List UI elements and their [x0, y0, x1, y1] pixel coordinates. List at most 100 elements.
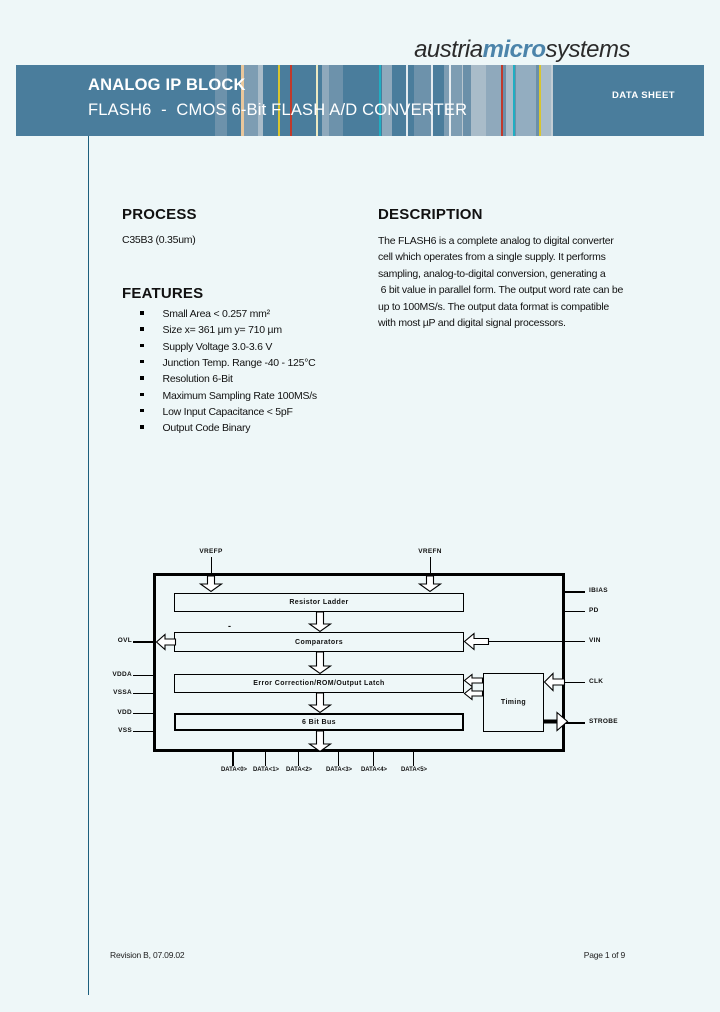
block-comparators: Comparators: [174, 632, 464, 652]
pin-data3: DATA<3>: [325, 767, 353, 773]
banner-title: ANALOG IP BLOCK: [88, 76, 246, 94]
block-diagram: VREFP VREFN Resistor Ladder Comparators …: [110, 545, 650, 790]
bullet-icon: [140, 392, 144, 397]
pin-strobe-wire: [565, 722, 585, 724]
banner-stripe: [506, 65, 513, 136]
description-line: up to 100MS/s. The output data format is…: [378, 300, 610, 313]
feature-text: Size x= 361 µm y= 710 µm: [162, 324, 283, 337]
feature-item: Resolution 6-Bit: [140, 371, 317, 387]
banner-stripe: [486, 65, 501, 136]
description-heading: DESCRIPTION: [378, 206, 483, 223]
pin-data0-wire: [232, 752, 234, 766]
feature-text: Resolution 6-Bit: [162, 373, 233, 386]
pin-vdd-wire: [133, 713, 153, 714]
pin-data2-wire: [298, 752, 299, 766]
pin-vrefp: VREFP: [199, 548, 223, 555]
pin-data2: DATA<2>: [285, 767, 313, 773]
company-logo: austriamicrosystems: [414, 36, 630, 64]
block-6bit-bus: 6 Bit Bus: [174, 713, 464, 731]
banner-stripe: [449, 65, 451, 136]
pin-vss-wire: [133, 731, 153, 732]
banner-stripe: [541, 65, 551, 136]
feature-item: Size x= 361 µm y= 710 µm: [140, 322, 317, 338]
banner-stripe: [414, 65, 431, 136]
banner-stripe: [513, 65, 515, 136]
pin-vrefn: VREFN: [418, 548, 442, 555]
banner-stripe: [406, 65, 408, 136]
banner-stripe: [290, 65, 292, 136]
datasheet-badge: DATA SHEET: [612, 90, 675, 101]
feature-text: Small Area < 0.257 mm²: [162, 308, 271, 320]
arrow-down-icon: [198, 575, 224, 593]
feature-text: Maximum Sampling Rate 100MS/s: [162, 389, 318, 402]
pin-vdda-wire: [133, 675, 153, 676]
banner-stripe: [516, 65, 536, 136]
feature-item: Junction Temp. Range -40 - 125°C: [140, 355, 317, 371]
pin-clk: CLK: [589, 678, 604, 685]
feature-text: Low Input Capacitance < 5pF: [162, 405, 293, 418]
pin-pd-wire: [565, 611, 585, 612]
pin-ovl-wire: [133, 641, 153, 643]
pin-data4: DATA<4>: [360, 767, 388, 773]
left-margin-rule: [88, 136, 89, 995]
banner-stripe: [215, 65, 227, 136]
pin-vrefp-wire: [210, 557, 212, 577]
arrow-left-icon: [463, 632, 490, 651]
bullet-icon: [140, 311, 144, 315]
arrow-down-icon: [307, 730, 333, 753]
banner-stripe: [462, 65, 464, 136]
feature-item: Supply Voltage 3.0-3.6 V: [140, 339, 317, 355]
pin-data3-wire: [338, 752, 339, 766]
pin-vdda: VDDA: [112, 671, 132, 678]
banner-stripe: [241, 65, 244, 136]
arrow-left-icon: [463, 673, 484, 688]
footer-page-number: Page 1 of 9: [583, 950, 625, 960]
description-paragraph: The FLASH6 is a complete analog to digit…: [378, 233, 623, 331]
bullet-icon: [140, 408, 144, 413]
arrow-left-icon: [543, 672, 566, 692]
feature-text: Supply Voltage 3.0-3.6 V: [162, 340, 273, 353]
footer-revision: Revision B, 07.09.02: [110, 950, 185, 960]
features-list: Small Area < 0.257 mm² Size x= 361 µm y=…: [140, 306, 317, 437]
banner-stripe: [329, 65, 343, 136]
pin-strobe: STROBE: [589, 718, 618, 725]
pin-data1-wire: [265, 752, 266, 766]
pin-vssa-wire: [133, 693, 153, 694]
banner-stripe: [382, 65, 392, 136]
diagram-outer-box: [153, 573, 565, 752]
feature-item: Output Code Binary: [140, 420, 317, 436]
block-timing: Timing: [483, 673, 544, 732]
block-error-correction: Error Correction/ROM/Output Latch: [174, 674, 464, 693]
pin-vin: VIN: [589, 637, 601, 644]
process-value: C35B3 (0.35um): [122, 234, 196, 246]
title-banner: ANALOG IP BLOCK FLASH6 - CMOS 6-Bit FLAS…: [16, 65, 704, 136]
feature-item: Low Input Capacitance < 5pF: [140, 404, 317, 420]
pin-pd: PD: [589, 607, 599, 614]
description-line: 6 bit value in parallel form. The output…: [378, 284, 624, 297]
arrow-down-icon: [307, 611, 333, 633]
arrow-right-icon: [544, 711, 569, 732]
feature-item: Maximum Sampling Rate 100MS/s: [140, 388, 317, 404]
pin-vss: VSS: [118, 727, 132, 734]
arrow-down-icon: [307, 651, 333, 675]
banner-stripe: [539, 65, 541, 136]
pin-ibias-wire: [565, 591, 585, 593]
logo-part-micro: micro: [482, 36, 546, 63]
pin-vssa: VSSA: [113, 689, 132, 696]
banner-stripe: [471, 65, 486, 136]
arrow-down-icon: [417, 575, 443, 593]
logo-part-austria: austria: [414, 36, 483, 63]
process-heading: PROCESS: [122, 206, 197, 223]
logo-part-systems: systems: [545, 36, 630, 63]
pin-data1: DATA<1>: [252, 767, 280, 773]
banner-stripe: [551, 65, 553, 136]
pin-vdd: VDD: [117, 709, 132, 716]
bullet-icon: [140, 376, 144, 380]
pin-vrefn-wire: [429, 557, 431, 577]
pin-ibias: IBIAS: [589, 587, 608, 594]
banner-stripe: [244, 65, 258, 136]
comparator-minus-sign: -: [228, 621, 231, 631]
banner-stripe: [278, 65, 280, 136]
description-line: The FLASH6 is a complete analog to digit…: [378, 235, 614, 247]
banner-stripe: [379, 65, 381, 136]
